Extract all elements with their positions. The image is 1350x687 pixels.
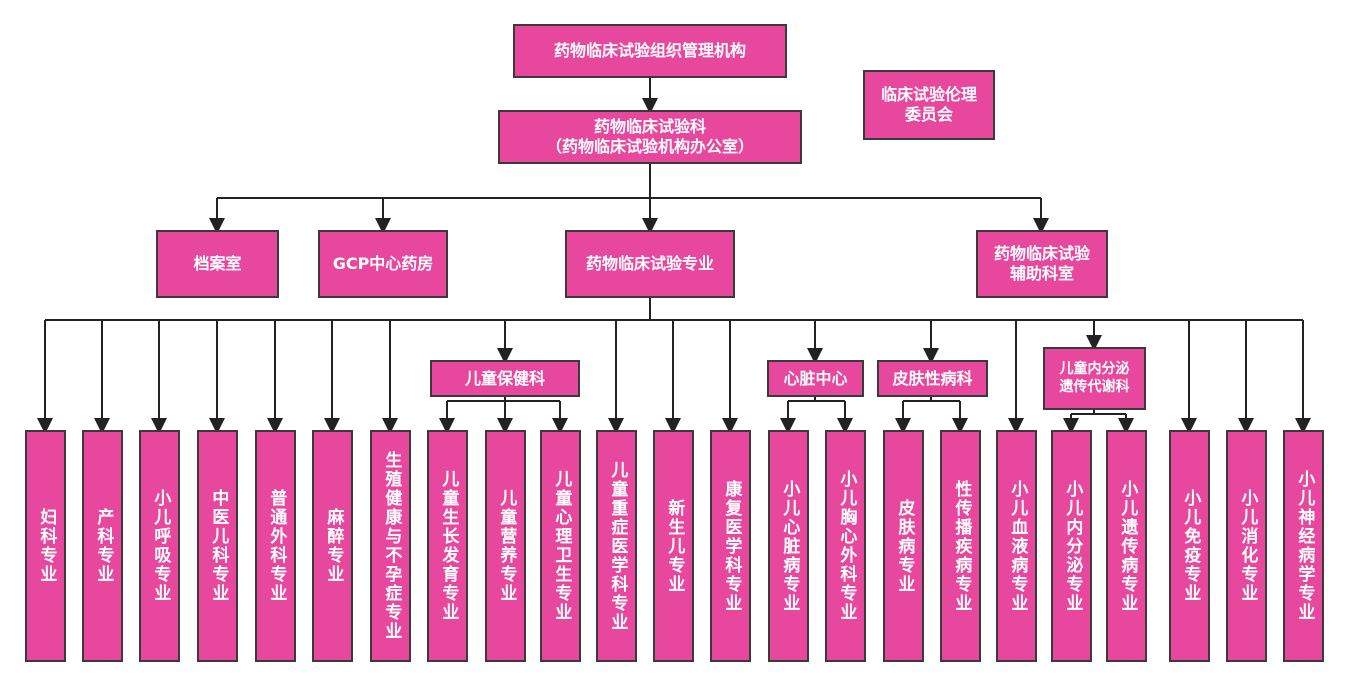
specialty-box: 儿童营养专业	[485, 430, 526, 662]
management-org-box: 药物临床试验组织管理机构	[513, 24, 787, 78]
ethics-committee-box: 临床试验伦理 委员会	[863, 70, 995, 140]
specialty-box: 小儿胸心外科专业	[825, 430, 866, 662]
child-health-group-box: 儿童保健科	[430, 360, 580, 397]
specialty-box: 小儿呼吸专业	[139, 430, 180, 662]
specialty-box: 小儿血液病专业	[996, 430, 1037, 662]
dermatology-group-box: 皮肤性病科	[877, 360, 988, 397]
archive-room-box: 档案室	[156, 230, 279, 298]
specialty-box: 妇科专业	[25, 430, 66, 662]
trial-specialty-box: 药物临床试验专业	[565, 230, 735, 298]
specialty-box: 普通外科专业	[255, 430, 296, 662]
gcp-pharmacy-box: GCP中心药房	[318, 230, 448, 298]
endocrine-group-box: 儿童内分泌 遗传代谢科	[1043, 347, 1146, 410]
auxiliary-dept-box: 药物临床试验 辅助科室	[976, 230, 1108, 298]
specialty-box: 小儿神经病学专业	[1283, 430, 1324, 662]
specialty-box: 性传播疾病专业	[940, 430, 981, 662]
specialty-box: 小儿遗传病专业	[1106, 430, 1147, 662]
specialty-box: 产科专业	[82, 430, 123, 662]
trial-department-box: 药物临床试验科 （药物临床试验机构办公室）	[498, 110, 802, 164]
specialty-box: 小儿心脏病专业	[768, 430, 809, 662]
specialty-box: 新生儿专业	[653, 430, 694, 662]
specialty-box: 中医儿科专业	[197, 430, 238, 662]
specialty-box: 儿童心理卫生专业	[540, 430, 581, 662]
specialty-box: 儿童生长发育专业	[427, 430, 468, 662]
specialty-box: 儿童重症医学科专业	[596, 430, 637, 662]
specialty-box: 生殖健康与不孕症专业	[370, 430, 411, 662]
specialty-box: 小儿免疫专业	[1169, 430, 1210, 662]
specialty-box: 小儿消化专业	[1226, 430, 1267, 662]
specialty-box: 康复医学科专业	[710, 430, 751, 662]
specialty-box: 小儿内分泌专业	[1051, 430, 1092, 662]
specialty-box: 皮肤病专业	[883, 430, 924, 662]
heart-center-group-box: 心脏中心	[767, 360, 864, 397]
specialty-box: 麻醉专业	[312, 430, 353, 662]
